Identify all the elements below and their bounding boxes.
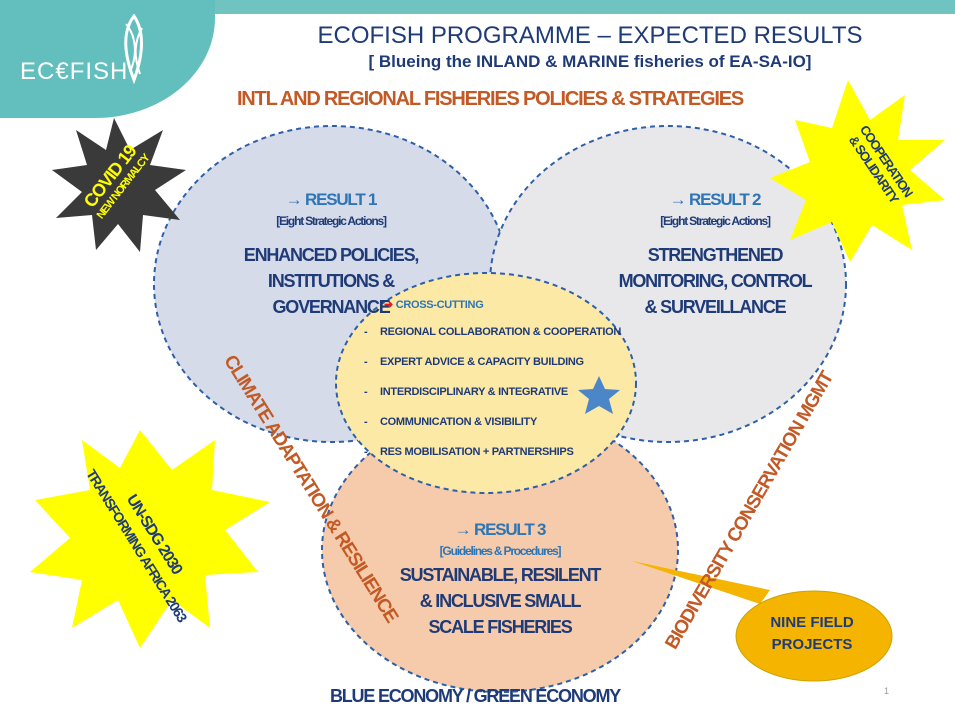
page-title: ECOFISH PROGRAMME – EXPECTED RESULTS — [317, 22, 863, 49]
callout-pointer — [632, 561, 770, 604]
callout-line: PROJECTS — [771, 636, 853, 653]
cross-cutting-item: -REGIONAL COLLABORATION & COOPERATION — [364, 326, 621, 338]
cross-cutting-item: -RES MOBILISATION + PARTNERSHIPS — [364, 446, 574, 458]
arrow-right-icon: ➜ — [384, 299, 393, 311]
logo-text: EC€FISH — [20, 58, 129, 85]
result3-line: & INCLUSIVE SMALL — [419, 591, 582, 611]
result1-block: → RESULT 1 [Eight Strategic Actions] ENH… — [176, 190, 486, 320]
page-subtitle: [ Blueing the INLAND & MARINE fisheries … — [368, 52, 812, 71]
result3-line: SCALE FISHERIES — [428, 617, 572, 637]
cross-cutting-heading-text: CROSS-CUTTING — [395, 299, 484, 311]
callout-line: NINE FIELD — [770, 614, 854, 631]
result3-sub: [Guidelines & Procedures] — [439, 544, 562, 558]
cross-cutting-item: -COMMUNICATION & VISIBILITY — [364, 416, 537, 428]
header-band — [0, 0, 955, 14]
callout-text: NINE FIELD PROJECTS — [742, 612, 882, 656]
cross-cutting-item: -INTERDISCIPLINARY & INTEGRATIVE — [364, 386, 568, 398]
result1-sub: [Eight Strategic Actions] — [276, 214, 387, 228]
result3-line: SUSTAINABLE, RESILENT — [399, 565, 602, 585]
bottom-banner: BLUE ECONOMY / GREEN ECONOMY — [329, 686, 621, 706]
result2-title: STRENGTHENED MONITORING, CONTROL & SURVE… — [570, 242, 860, 320]
star-icon — [578, 376, 620, 414]
result2-line: & SURVEILLANCE — [644, 297, 787, 317]
result2-heading: → RESULT 2 — [669, 190, 762, 209]
page-number: 1 — [884, 686, 890, 696]
callout-bubble — [735, 590, 893, 682]
result3-heading: → RESULT 3 — [454, 520, 547, 539]
fish-logo-icon — [124, 14, 144, 84]
sdg-burst — [30, 430, 270, 648]
result3-title: SUSTAINABLE, RESILENT & INCLUSIVE SMALL … — [345, 562, 655, 640]
result1-line: INSTITUTIONS & — [267, 271, 395, 291]
cross-cutting-block: ➜ CROSS-CUTTING -REGIONAL COLLABORATION … — [364, 298, 640, 458]
result1-heading: → RESULT 1 — [285, 190, 378, 209]
cross-cutting-heading: ➜ CROSS-CUTTING — [384, 298, 640, 311]
result2-line: MONITORING, CONTROL — [618, 271, 813, 291]
cross-cutting-item: -EXPERT ADVICE & CAPACITY BUILDING — [364, 356, 584, 368]
result2-block: → RESULT 2 [Eight Strategic Actions] STR… — [570, 190, 860, 320]
result1-line: GOVERNANCE — [272, 297, 390, 317]
result3-block: → RESULT 3 [Guidelines & Procedures] SUS… — [345, 520, 655, 640]
cross-cutting-circle — [335, 272, 637, 494]
cooperation-burst — [770, 80, 945, 262]
result2-line: STRENGTHENED — [647, 245, 784, 265]
result1-line: ENHANCED POLICIES, — [243, 245, 420, 265]
result2-sub: [Eight Strategic Actions] — [660, 214, 771, 228]
result1-title: ENHANCED POLICIES, INSTITUTIONS & GOVERN… — [176, 242, 486, 320]
covid-burst — [52, 118, 186, 252]
top-banner: INTL AND REGIONAL FISHERIES POLICIES & S… — [236, 88, 744, 110]
